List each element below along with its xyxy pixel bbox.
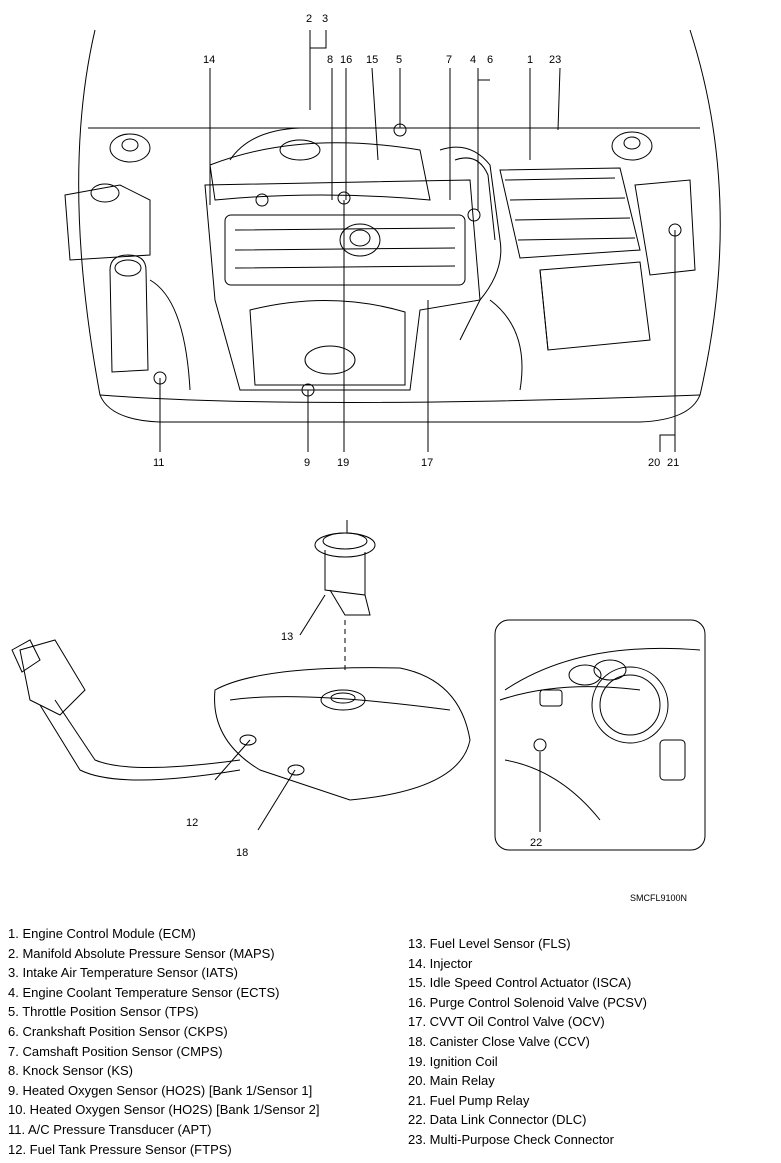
- callout-23: 23: [549, 54, 561, 66]
- legend-item: 13. Fuel Level Sensor (FLS): [408, 936, 571, 951]
- callout-16: 16: [340, 54, 352, 66]
- legend-right: 13. Fuel Level Sensor (FLS) 14. Injector…: [408, 934, 773, 1150]
- engine-leader-lines: [153, 30, 682, 452]
- legend-item: 1. Engine Control Module (ECM): [8, 926, 196, 941]
- fuel-pump-illustration: [299, 520, 376, 670]
- callout-19: 19: [337, 457, 349, 469]
- legend-item: 19. Ignition Coil: [408, 1053, 498, 1069]
- legend-item: 21. Fuel Pump Relay: [408, 1092, 530, 1108]
- callout-5: 5: [396, 54, 402, 66]
- callout-11: 11: [153, 457, 164, 469]
- dashboard-illustration: [494, 619, 706, 851]
- engine-bay-illustration: [64, 29, 721, 423]
- legend-item: 22. Data Link Connector (DLC): [408, 1112, 587, 1128]
- callout-13: 13: [281, 631, 293, 643]
- legend-item: 5. Throttle Position Sensor (TPS): [8, 1004, 199, 1020]
- callout-17: 17: [421, 457, 433, 469]
- callout-9: 9: [304, 457, 310, 469]
- legend-item: 9. Heated Oxygen Sensor (HO2S) [Bank 1/S…: [8, 1082, 313, 1098]
- callout-8: 8: [327, 54, 333, 66]
- fuel-tank-illustration: [11, 639, 471, 831]
- legend-item: 15. Idle Speed Control Actuator (ISCA): [408, 975, 632, 991]
- callout-7: 7: [446, 54, 452, 66]
- callout-15: 15: [366, 54, 378, 66]
- legend-item: 2. Manifold Absolute Pressure Sensor (MA…: [8, 945, 275, 961]
- legend-item: 11. A/C Pressure Transducer (APT): [8, 1121, 212, 1137]
- figure-code: SMCFL9100N: [630, 893, 688, 903]
- callout-18: 18: [236, 847, 248, 859]
- legend-item: 6. Crankshaft Position Sensor (CKPS): [8, 1023, 228, 1039]
- legend-item: 14. Injector: [408, 955, 473, 971]
- legend-item: 23. Multi-Purpose Check Connector: [408, 1131, 614, 1147]
- legend-item: 8. Knock Sensor (KS): [8, 1063, 133, 1079]
- callout-4: 4: [470, 54, 476, 66]
- callout-12: 12: [186, 817, 198, 829]
- callout-20: 20: [648, 457, 660, 469]
- callout-21: 21: [667, 457, 679, 469]
- legend-item: 17. CVVT Oil Control Valve (OCV): [408, 1014, 605, 1030]
- legend-item: 7. Camshaft Position Sensor (CMPS): [8, 1043, 223, 1059]
- callout-3: 3: [322, 13, 328, 25]
- legend-item: 18. Canister Close Valve (CCV): [408, 1033, 590, 1049]
- legend-item: 4. Engine Coolant Temperature Sensor (EC…: [8, 984, 280, 1000]
- legend-item: 12. Fuel Tank Pressure Sensor (FTPS): [8, 1141, 232, 1157]
- callout-6: 6: [487, 54, 493, 66]
- legend-item: 10. Heated Oxygen Sensor (HO2S) [Bank 1/…: [8, 1102, 320, 1118]
- callout-2: 2: [306, 13, 312, 25]
- legend-item: 20. Main Relay: [408, 1073, 495, 1089]
- legend-item: 16. Purge Control Solenoid Valve (PCSV): [408, 994, 647, 1010]
- legend-item: 3. Intake Air Temperature Sensor (IATS): [8, 965, 239, 981]
- callout-22: 22: [530, 837, 542, 849]
- callout-14: 14: [203, 54, 215, 66]
- callout-1: 1: [527, 54, 533, 66]
- legend-left: 1. Engine Control Module (ECM) 2. Manifo…: [8, 924, 383, 1159]
- component-location-diagram: 2 3 14 8 16 15 5 7 4 6 1 23 11 9 19 17 2…: [11, 13, 721, 859]
- callout-labels: 2 3 14 8 16 15 5 7 4 6 1 23 11 9 19 17 2…: [153, 13, 679, 859]
